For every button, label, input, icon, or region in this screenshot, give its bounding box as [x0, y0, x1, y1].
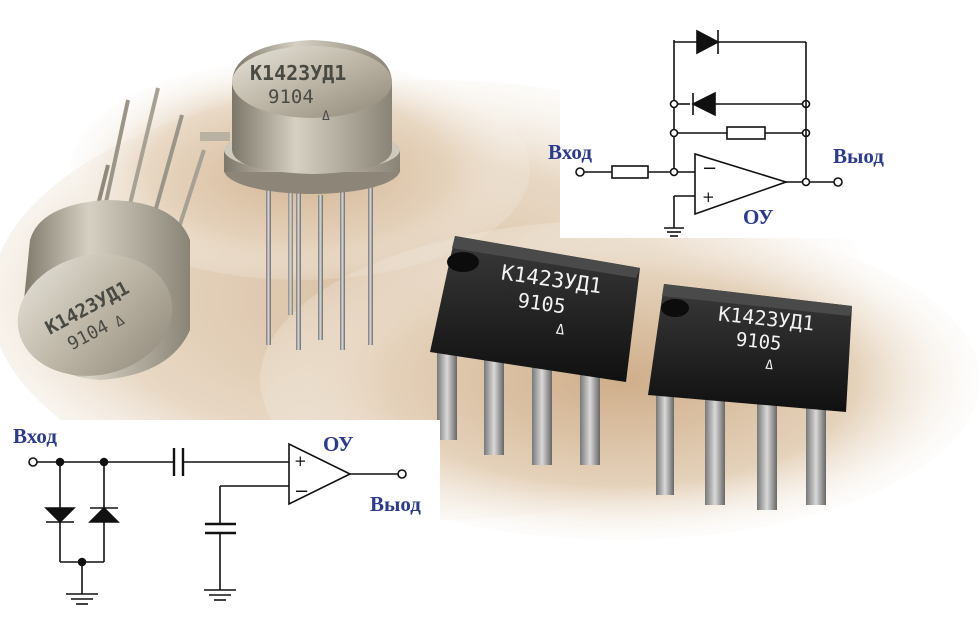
bottom-input-terminal: [28, 457, 38, 467]
dip-left-logo: Δ: [555, 322, 566, 339]
top-opamp: [694, 152, 789, 216]
bottom-output-label: Выод: [370, 492, 421, 516]
top-opamp-plus: +: [702, 188, 715, 206]
circuit-top: [560, 0, 880, 238]
top-opamp-label: ОУ: [743, 205, 774, 229]
top-opamp-minus: −: [702, 158, 717, 179]
top-input-label: Вход: [548, 140, 592, 164]
dip-right-logo: Δ: [765, 358, 775, 374]
can-right-part: К1423УД1: [250, 61, 346, 85]
bottom-opamp: [288, 442, 352, 506]
metal-can-left: К1423УД1 9104 Δ: [17, 87, 206, 380]
top-output-label: Выод: [833, 144, 884, 168]
bottom-opamp-label: ОУ: [323, 432, 354, 456]
top-input-terminal: [575, 167, 585, 177]
top-feedback-resistor: [726, 126, 766, 140]
bottom-output-terminal: [397, 469, 407, 479]
can-right-lot: 9104: [268, 86, 314, 108]
bottom-opamp-minus: −: [294, 481, 309, 502]
dip-chip-right: К1423УД1 9105 Δ: [648, 284, 852, 510]
circuit-bottom: [0, 420, 440, 628]
bottom-opamp-plus: +: [294, 452, 307, 470]
dip-right-lot: 9105: [735, 329, 783, 356]
metal-can-right: К1423УД1 9104 Δ: [200, 40, 400, 350]
top-output-terminal: [833, 177, 843, 187]
top-input-resistor: [611, 165, 649, 179]
top-diode-1: [696, 29, 720, 55]
can-right-logo: Δ: [322, 109, 330, 124]
bottom-input-label: Вход: [13, 424, 57, 448]
dip-chip-left: К1423УД1 9105 Δ: [430, 236, 640, 465]
bottom-diode-1: [44, 507, 76, 524]
